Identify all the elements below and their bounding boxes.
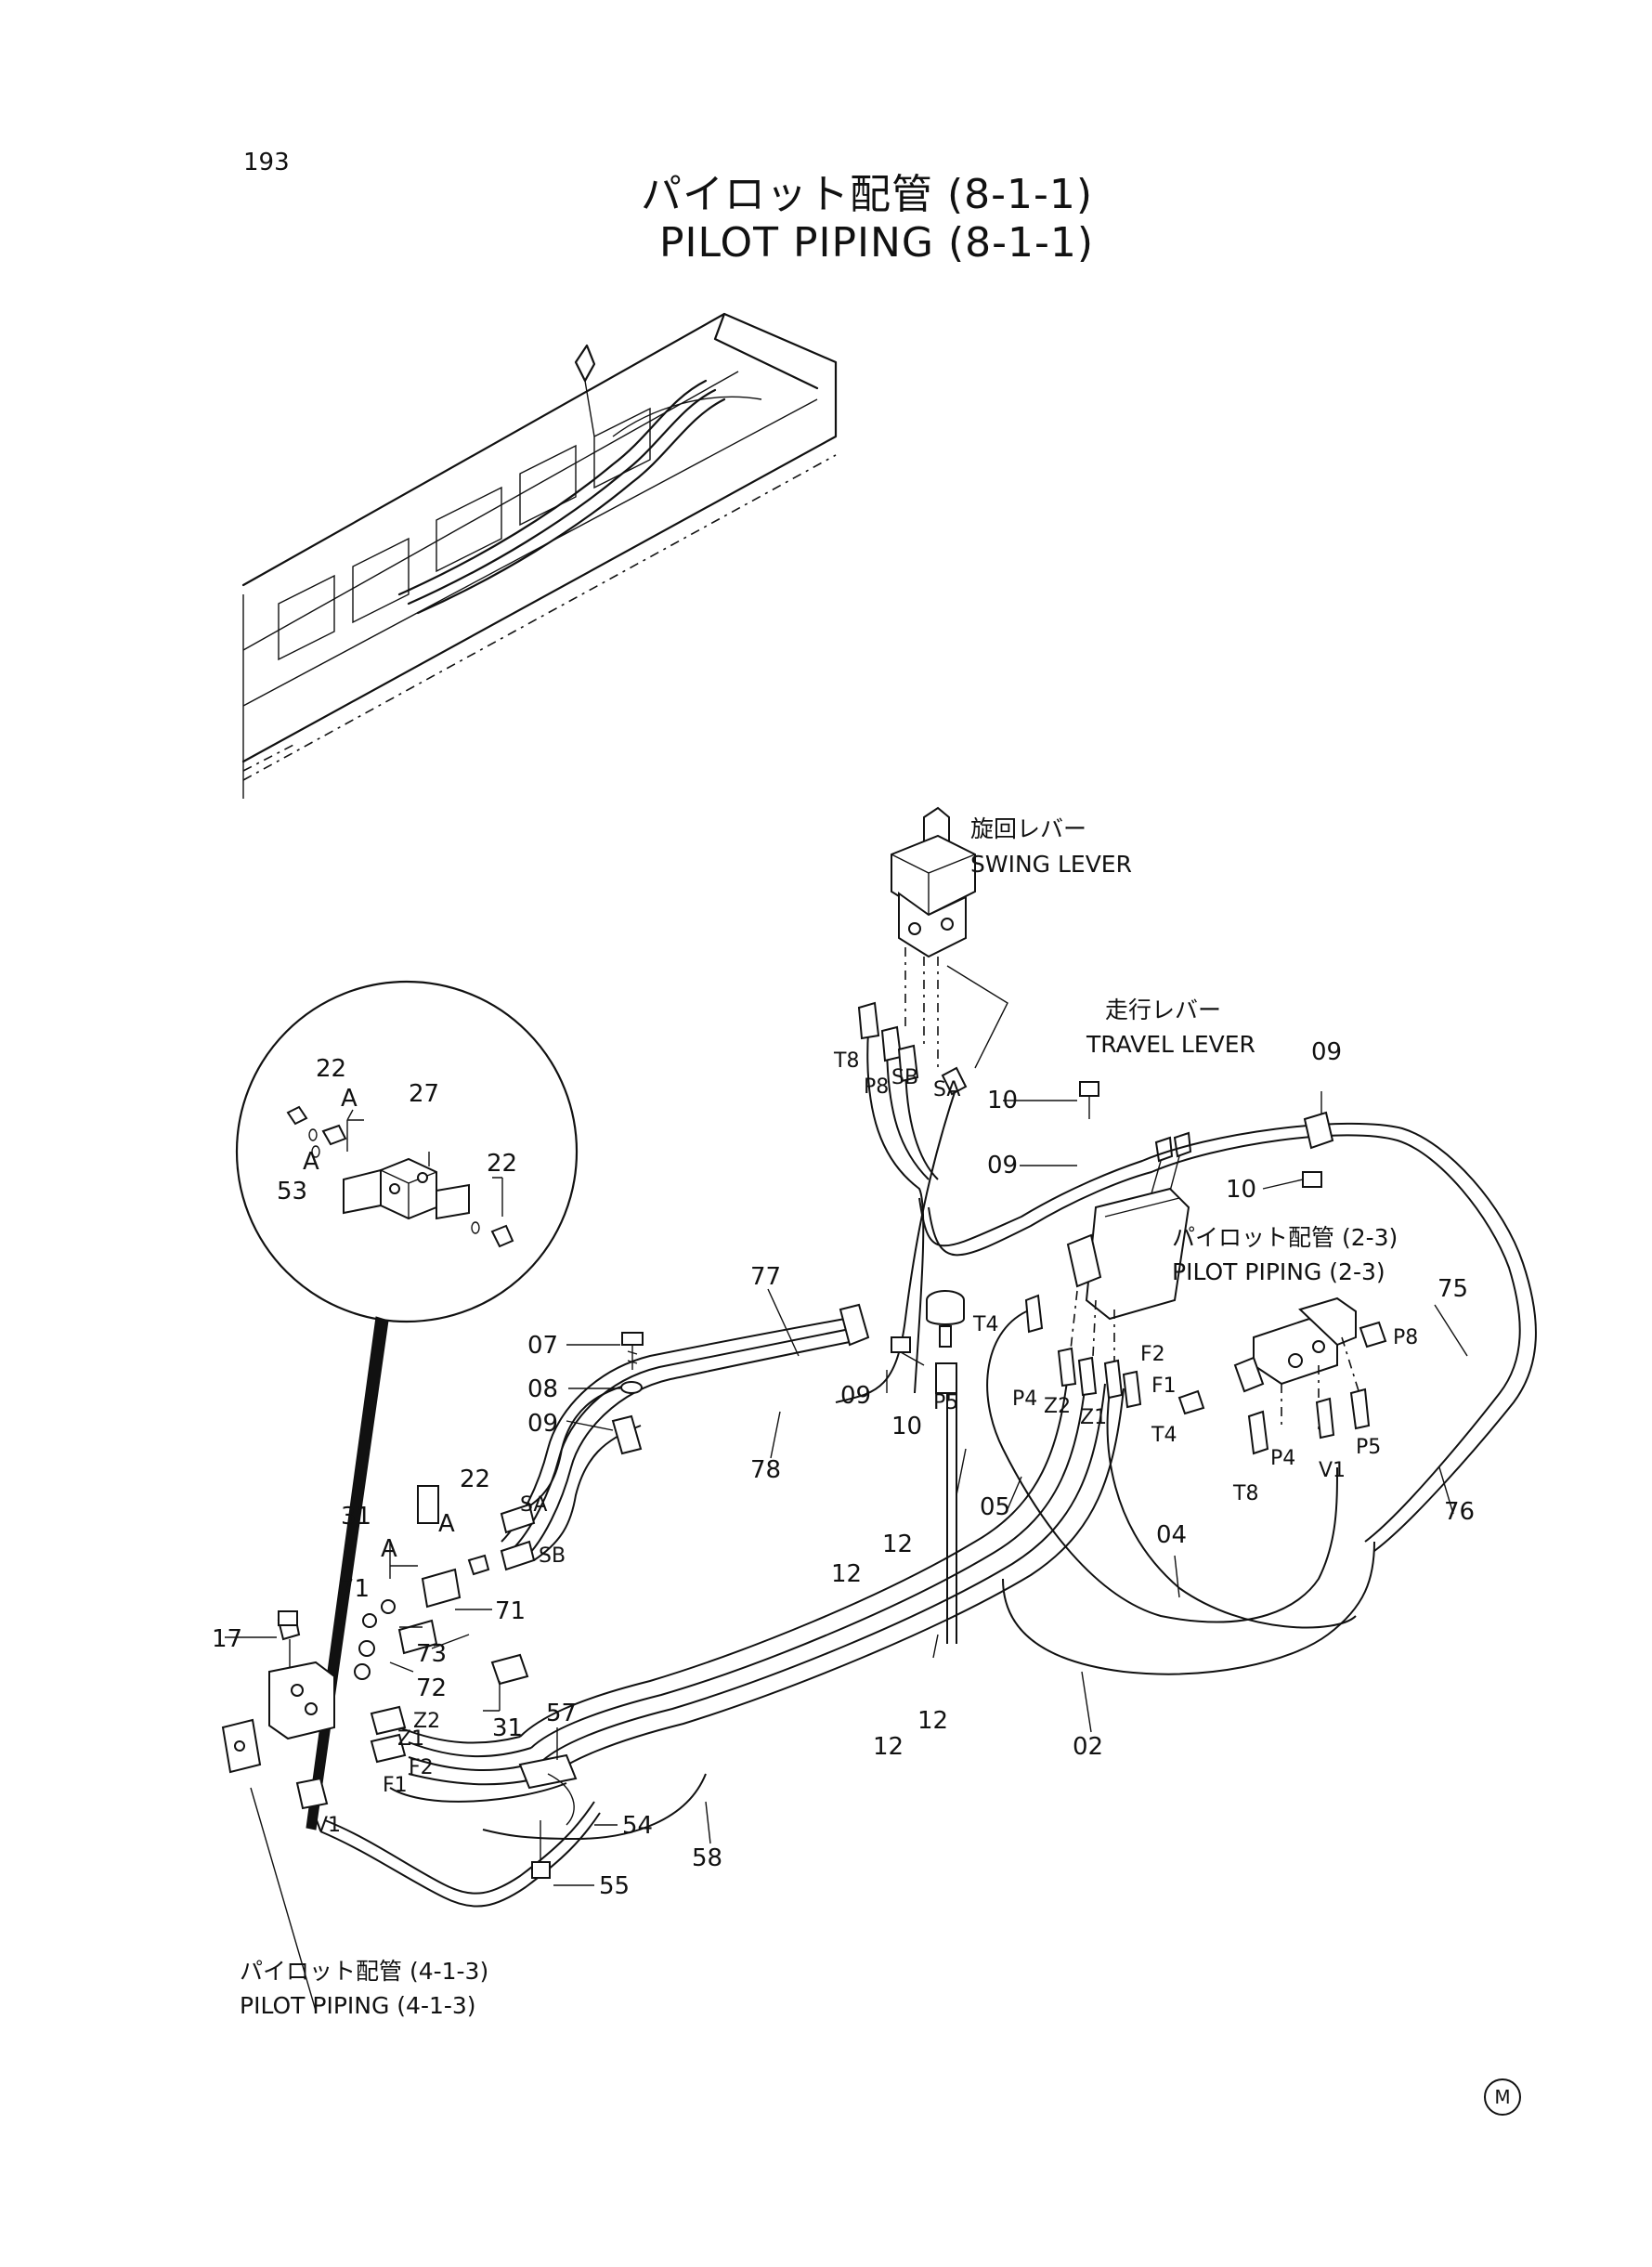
port-z2: Z2: [1044, 1395, 1072, 1418]
port-f1: F1: [383, 1774, 408, 1797]
pilot-piping-2-3-label-jp: パイロット配管 (2-3): [1172, 1224, 1398, 1251]
hose-runs: [319, 1030, 1537, 1908]
callout-12: 12: [917, 1707, 949, 1735]
callout-55: 55: [599, 1872, 631, 1900]
callout-22: 22: [316, 1055, 347, 1083]
title-japanese: パイロット配管 (8-1-1): [641, 171, 1094, 218]
callout-12: 12: [882, 1531, 914, 1558]
port-p8: P8: [864, 1075, 890, 1099]
port-sa: SA: [520, 1493, 548, 1517]
callout-31: 31: [341, 1503, 372, 1531]
callout-72: 72: [416, 1674, 448, 1702]
callout-58: 58: [692, 1844, 723, 1872]
callout-77: 77: [750, 1263, 782, 1291]
port-sb: SB: [891, 1066, 919, 1089]
callout-04: 04: [1156, 1521, 1188, 1549]
callout-22: 22: [460, 1466, 491, 1493]
port-p4: P4: [1270, 1447, 1296, 1470]
callout-73: 73: [416, 1640, 448, 1668]
callout-09: 09: [527, 1410, 559, 1438]
port-p5: P5: [1356, 1436, 1382, 1459]
port-sb: SB: [539, 1544, 566, 1568]
callout-10: 10: [987, 1087, 1019, 1114]
callout-08: 08: [527, 1375, 559, 1403]
callout-09: 09: [840, 1382, 872, 1410]
port-t8: T8: [1233, 1482, 1259, 1505]
port-v1: V1: [1319, 1459, 1346, 1482]
callout-10: 10: [1226, 1176, 1257, 1204]
callout-a: A: [341, 1085, 358, 1113]
callout-10: 10: [891, 1413, 923, 1440]
port-t4: T4: [1151, 1424, 1177, 1447]
port-sa: SA: [933, 1078, 961, 1101]
callout-07: 07: [527, 1332, 559, 1360]
machine-frame-overview: [241, 312, 838, 799]
callout-a: A: [303, 1148, 319, 1176]
callout-75: 75: [1437, 1275, 1469, 1303]
drawing-stamp: M: [1484, 2078, 1521, 2116]
port-z1: Z1: [397, 1727, 425, 1751]
travel-lever-label-en: TRAVEL LEVER: [1086, 1031, 1255, 1058]
port-t8: T8: [834, 1049, 860, 1073]
callout-31: 31: [492, 1714, 524, 1742]
pilot-piping-4-1-3-label-jp: パイロット配管 (4-1-3): [240, 1958, 489, 1985]
leader-lines: [225, 1091, 1468, 2012]
pilot-piping-4-1-3-label-en: PILOT PIPING (4-1-3): [240, 1992, 476, 2019]
pilot-block-2-3: [1233, 1296, 1366, 1430]
swing-lever-label-en: SWING LEVER: [970, 851, 1132, 878]
callout-09: 09: [987, 1152, 1019, 1179]
port-p4: P4: [1012, 1388, 1038, 1411]
callout-05: 05: [980, 1493, 1011, 1521]
port-z1: Z1: [1080, 1406, 1108, 1429]
swing-lever-label-jp: 旋回レバー: [970, 815, 1087, 842]
callout-12: 12: [873, 1733, 904, 1761]
swing-lever-part: [891, 806, 1008, 1069]
port-p5: P5: [933, 1391, 959, 1414]
page-number: 193: [243, 149, 290, 176]
callout-a: A: [381, 1535, 397, 1563]
callout-71: 71: [339, 1575, 371, 1603]
callout-a: A: [438, 1510, 455, 1538]
callout-02: 02: [1073, 1733, 1104, 1761]
callout-12: 12: [831, 1560, 863, 1588]
port-f2: F2: [1140, 1343, 1165, 1366]
callout-78: 78: [750, 1456, 782, 1484]
port-z2: Z2: [413, 1710, 441, 1733]
callout-71: 71: [495, 1597, 527, 1625]
callout-09: 09: [1311, 1038, 1343, 1066]
callout-57: 57: [546, 1700, 578, 1727]
port-f2: F2: [409, 1756, 434, 1779]
travel-lever-label-jp: 走行レバー: [1105, 997, 1222, 1023]
callout-53: 53: [277, 1178, 308, 1205]
port-v1: V1: [314, 1814, 342, 1837]
port-f1: F1: [1151, 1375, 1177, 1398]
pilot-piping-2-3-label-en: PILOT PIPING (2-3): [1172, 1258, 1385, 1285]
callout-27: 27: [409, 1080, 440, 1108]
callout-54: 54: [622, 1812, 654, 1840]
callout-17: 17: [212, 1625, 243, 1653]
port-t4: T4: [973, 1313, 999, 1336]
title-english: PILOT PIPING (8-1-1): [659, 219, 1095, 267]
callout-76: 76: [1444, 1498, 1476, 1526]
callout-22: 22: [487, 1150, 518, 1178]
clamps-and-fittings: [221, 1001, 1387, 1879]
port-p8: P8: [1393, 1326, 1419, 1349]
